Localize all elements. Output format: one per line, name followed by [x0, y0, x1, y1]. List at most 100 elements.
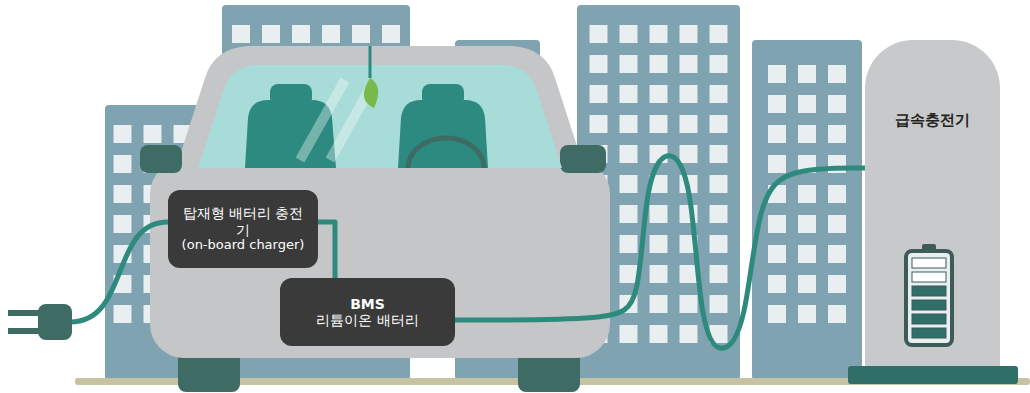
cable-connector	[318, 222, 335, 278]
building-window	[798, 65, 816, 83]
building-window	[680, 205, 698, 223]
building-window	[798, 215, 816, 233]
building-window	[144, 125, 162, 143]
building-window	[590, 85, 608, 103]
building-window	[710, 265, 728, 283]
building-window	[114, 155, 132, 173]
plug-prong	[8, 328, 40, 334]
building-window	[680, 325, 698, 343]
building-window	[798, 95, 816, 113]
building-window	[650, 115, 668, 133]
building-window	[798, 125, 816, 143]
building-window	[620, 175, 638, 193]
building-window	[828, 215, 846, 233]
building-window	[232, 25, 250, 43]
building-window	[680, 55, 698, 73]
building-window	[114, 125, 132, 143]
building-window	[650, 175, 668, 193]
building-window	[768, 125, 786, 143]
car-windshield	[198, 65, 562, 168]
building-window	[680, 85, 698, 103]
building-window	[828, 65, 846, 83]
component-box: 탑재형 배터리 충전기(on-board charger)	[168, 190, 318, 268]
station-base	[848, 366, 1018, 384]
building-window	[620, 145, 638, 163]
building-window	[114, 305, 132, 323]
building-window	[680, 145, 698, 163]
building-window	[620, 55, 638, 73]
cable-connector	[455, 156, 865, 349]
building-window	[680, 265, 698, 283]
building-window	[710, 175, 728, 193]
building-window	[620, 115, 638, 133]
car-cabin	[172, 46, 588, 180]
building-window	[650, 25, 668, 43]
building-window	[768, 155, 786, 173]
component-box: BMS리튬이온 배터리	[280, 278, 455, 346]
plug-head	[38, 304, 72, 340]
building-window	[680, 295, 698, 313]
building-window	[620, 25, 638, 43]
building-window	[114, 185, 132, 203]
building-window	[710, 235, 728, 253]
building-window	[828, 245, 846, 263]
building-window	[768, 65, 786, 83]
building-window	[710, 55, 728, 73]
building-window	[680, 175, 698, 193]
building-window	[828, 305, 846, 323]
building-window	[650, 235, 668, 253]
building-window	[620, 325, 638, 343]
building-window	[768, 95, 786, 113]
leaf-ornament	[364, 78, 378, 108]
building-window	[650, 85, 668, 103]
building-window	[710, 115, 728, 133]
charging-station: 급속충전기	[865, 40, 1000, 372]
building-window	[768, 305, 786, 323]
building-window	[798, 185, 816, 203]
car-mirror	[560, 145, 606, 173]
building-window	[590, 25, 608, 43]
car-headrest	[422, 84, 464, 106]
building-window	[262, 25, 280, 43]
building-window	[352, 25, 370, 43]
building-window	[710, 325, 728, 343]
building-window	[828, 95, 846, 113]
mirror-stem	[369, 46, 372, 78]
node-title: BMS	[350, 296, 385, 312]
building-window	[710, 205, 728, 223]
building-window	[650, 325, 668, 343]
building-window	[710, 25, 728, 43]
car-seat	[398, 100, 488, 168]
windshield-glare	[300, 80, 372, 160]
battery-level-bar	[912, 272, 946, 282]
plug-cable	[70, 222, 168, 322]
building-window	[828, 185, 846, 203]
building-window	[650, 55, 668, 73]
building-window	[590, 55, 608, 73]
building-window	[710, 295, 728, 313]
battery-level-bar	[912, 258, 946, 268]
node-title: 급속충전기	[895, 112, 970, 129]
node-subtitle: (on-board charger)	[182, 238, 305, 253]
battery-icon	[906, 251, 952, 345]
building-window	[650, 145, 668, 163]
building-window	[710, 145, 728, 163]
node-subtitle: 리튬이온 배터리	[316, 312, 418, 328]
battery-level-bar	[912, 314, 946, 324]
building-window	[798, 305, 816, 323]
building-window	[768, 275, 786, 293]
building-window	[322, 25, 340, 43]
building-window	[798, 245, 816, 263]
building-window	[382, 25, 400, 43]
building-window	[650, 205, 668, 223]
building-window	[710, 85, 728, 103]
building-window	[620, 235, 638, 253]
building-window	[114, 215, 132, 233]
building-window	[680, 235, 698, 253]
building	[752, 40, 862, 380]
steering-wheel	[408, 138, 484, 168]
building-window	[680, 115, 698, 133]
building-window	[798, 275, 816, 293]
